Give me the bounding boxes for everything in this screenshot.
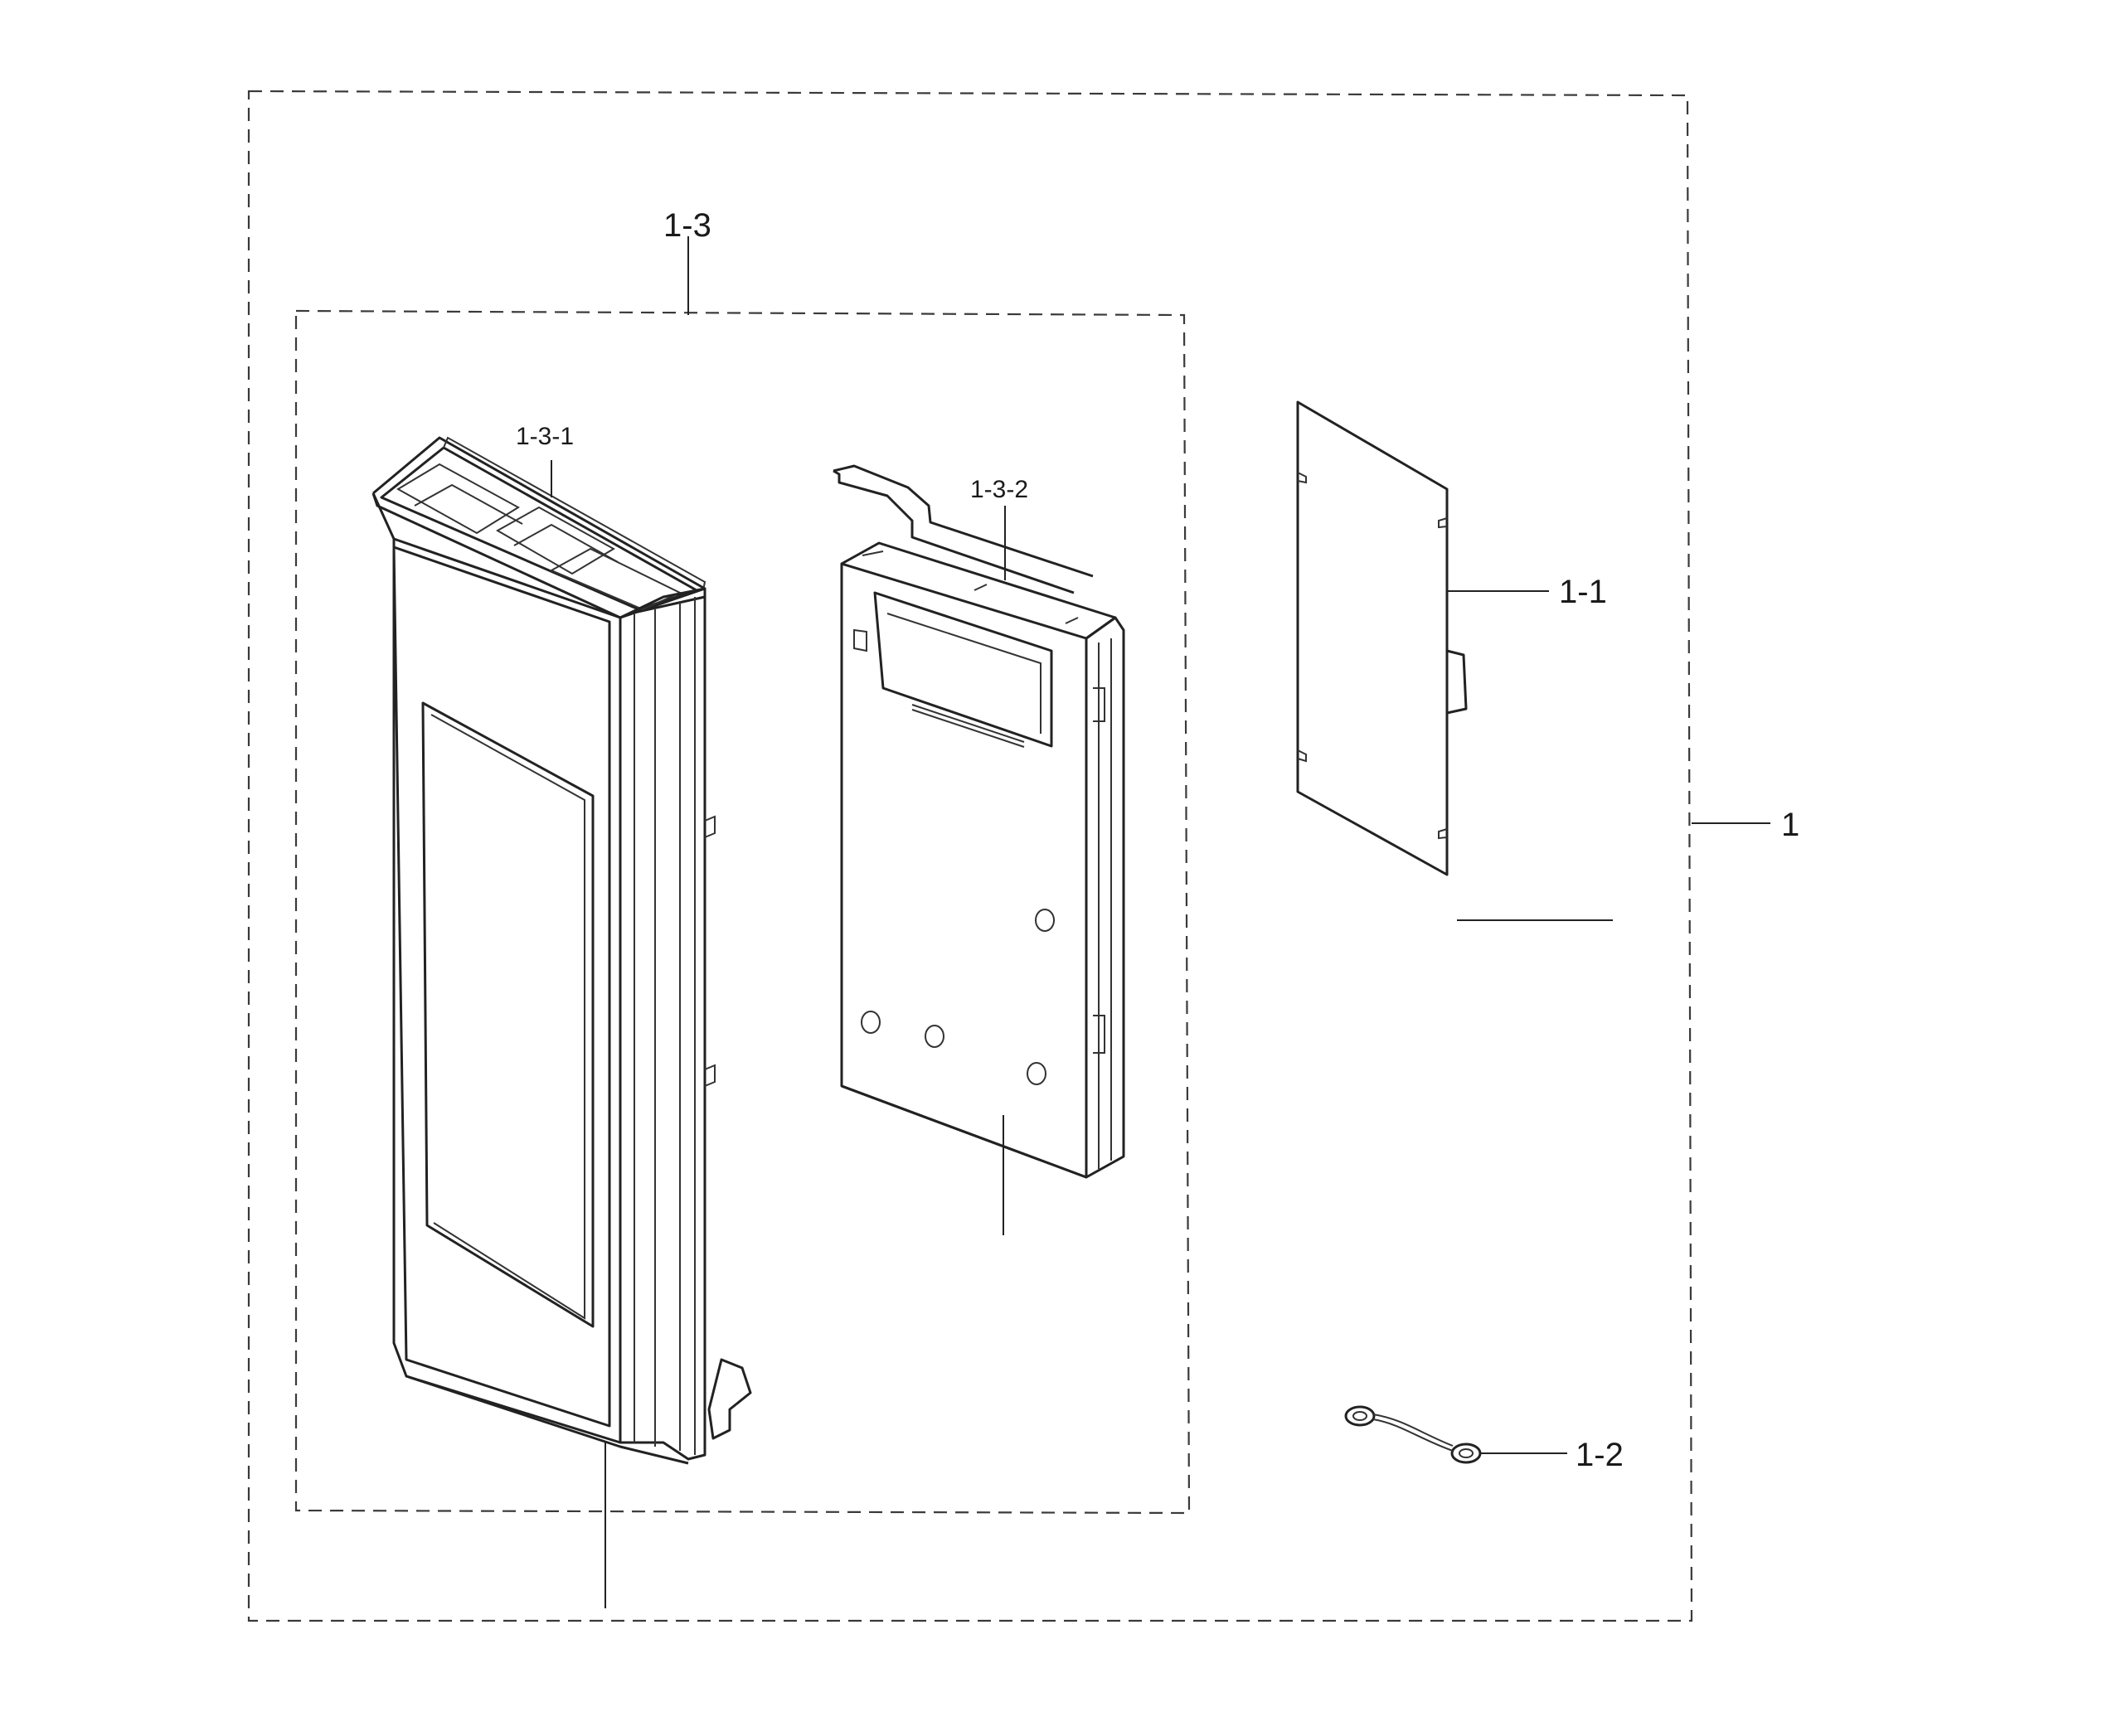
label-1-1: 1-1 (1559, 574, 1607, 610)
label-1-3-2: 1-3-2 (970, 476, 1028, 503)
door-assy-boundary (294, 309, 1191, 1515)
label-1-2: 1-2 (1576, 1437, 1624, 1473)
door-front-part (371, 436, 752, 1465)
washer-wire-part (1344, 1405, 1482, 1464)
assembly-boundary (247, 90, 1693, 1622)
choke-cover-part (1296, 400, 1468, 876)
leader-lines (551, 236, 1770, 1608)
label-1-3-1: 1-3-1 (516, 423, 574, 450)
label-1: 1 (1781, 807, 1799, 843)
door-frame-part (833, 464, 1125, 1179)
label-1-3: 1-3 (663, 207, 711, 244)
